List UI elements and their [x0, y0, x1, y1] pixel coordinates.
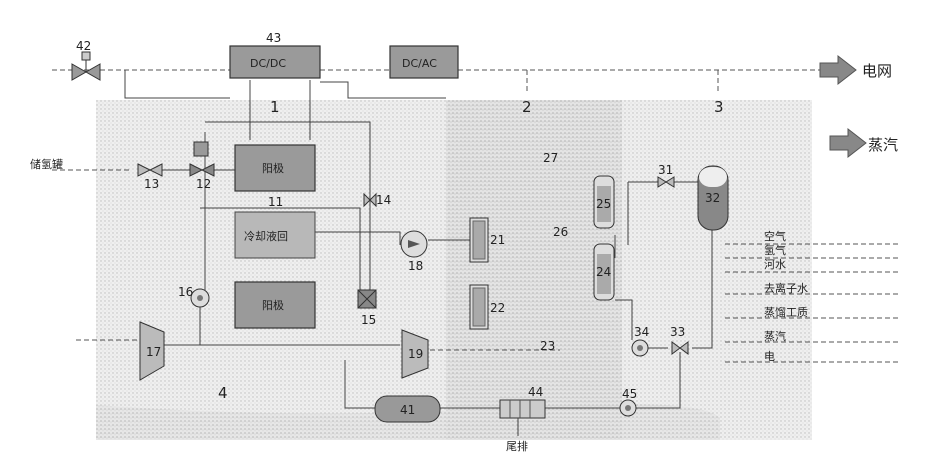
- column-21[interactable]: [470, 218, 488, 262]
- tank-label: 储氢罐: [30, 157, 63, 171]
- label-11: 11: [268, 195, 283, 209]
- label-42: 42: [76, 39, 91, 53]
- valve-42[interactable]: [72, 52, 100, 80]
- dcac-label: DC/AC: [402, 57, 437, 70]
- column-22[interactable]: [470, 285, 488, 329]
- label-41: 41: [400, 403, 415, 417]
- label-34: 34: [634, 325, 649, 339]
- label-25: 25: [596, 197, 611, 211]
- side-label-air: 空气: [764, 229, 786, 243]
- label-18: 18: [408, 259, 423, 273]
- pump-16[interactable]: [191, 289, 209, 307]
- filter-44[interactable]: [500, 400, 545, 418]
- label-32: 32: [705, 191, 720, 205]
- label-3: 3: [714, 98, 724, 116]
- label-4: 4: [218, 384, 228, 402]
- label-45: 45: [622, 387, 637, 401]
- steam-arrow-icon: [830, 129, 866, 157]
- side-label-hydrogen: 氢气: [764, 243, 786, 257]
- heat-exchanger-15[interactable]: [358, 290, 376, 308]
- label-23: 23: [540, 339, 555, 353]
- label-21: 21: [490, 233, 505, 247]
- side-label-deionized-water: 去离子水: [764, 281, 808, 295]
- label-33: 33: [670, 325, 685, 339]
- label-14: 14: [376, 193, 391, 207]
- pump-45[interactable]: [620, 400, 636, 416]
- side-label-river-water: 河水: [764, 258, 786, 271]
- label-22: 22: [490, 301, 505, 315]
- label-15: 15: [361, 313, 376, 327]
- dcdc-label: DC/DC: [250, 57, 286, 70]
- side-label-steam: 蒸汽: [764, 329, 786, 343]
- label-1: 1: [270, 98, 280, 116]
- cathode-label: 阳极: [262, 298, 284, 312]
- label-2: 2: [522, 98, 532, 116]
- steam-label: 蒸汽: [868, 136, 898, 154]
- anode-label: 阳极: [262, 161, 284, 175]
- grid-label: 电网: [862, 62, 892, 80]
- pump-34[interactable]: [632, 340, 648, 356]
- side-label-electricity: 电: [764, 350, 775, 363]
- exhaust-label: 尾排: [506, 439, 528, 453]
- label-27: 27: [543, 151, 558, 165]
- grid-arrow-icon: [820, 56, 856, 84]
- label-24: 24: [596, 265, 611, 279]
- label-19: 19: [408, 347, 423, 361]
- fan-18[interactable]: [401, 231, 427, 257]
- label-12: 12: [196, 177, 211, 191]
- side-label-working-fluid: 蒸馏工质: [764, 305, 808, 319]
- label-44: 44: [528, 385, 543, 399]
- label-31: 31: [658, 163, 673, 177]
- label-43: 43: [266, 31, 281, 45]
- label-17: 17: [146, 345, 161, 359]
- label-13: 13: [144, 177, 159, 191]
- label-26: 26: [553, 225, 568, 239]
- coolant-label: 冷却液回: [244, 229, 288, 243]
- label-16: 16: [178, 285, 193, 299]
